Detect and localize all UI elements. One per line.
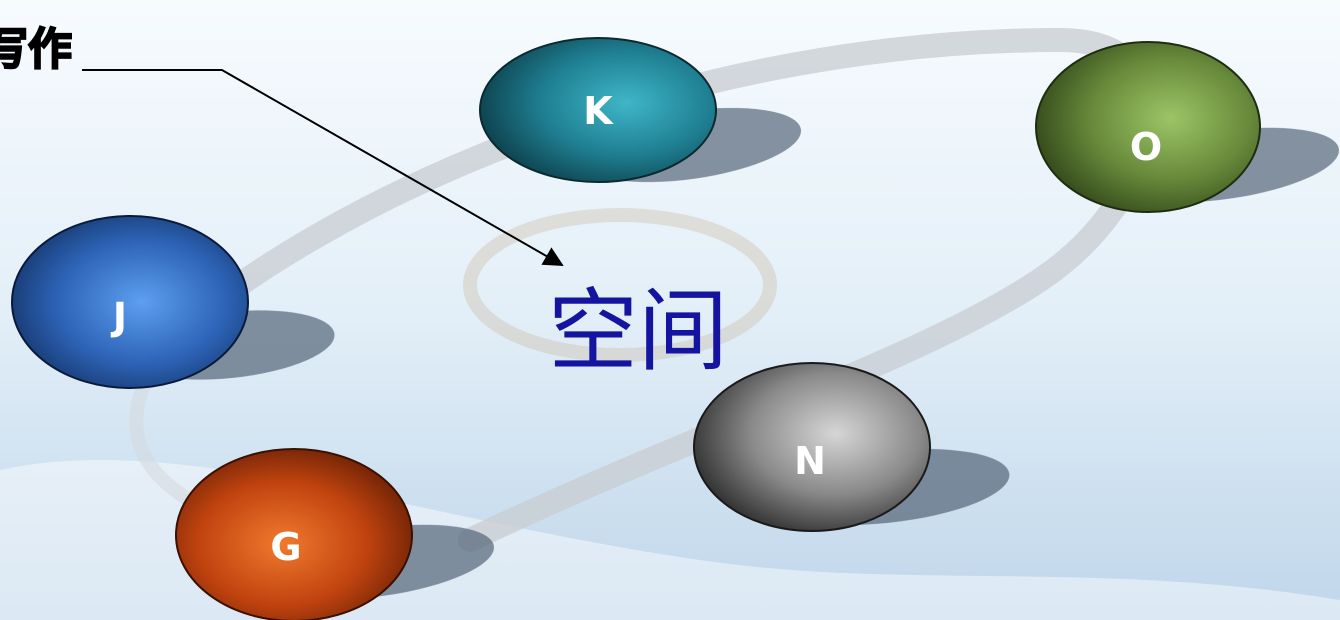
node-k-ellipse: [479, 37, 717, 183]
node-n-letter: N: [794, 439, 826, 483]
node-o-letter: O: [1130, 125, 1162, 169]
node-o-ellipse: [1035, 41, 1261, 213]
background-globe-watermark: [463, 208, 777, 362]
node-j[interactable]: J: [11, 215, 249, 389]
node-j-letter: J: [110, 295, 127, 339]
node-j-ellipse: [11, 215, 249, 389]
node-g[interactable]: G: [175, 448, 413, 620]
node-k-letter: K: [583, 89, 614, 133]
center-label: 空间: [548, 279, 728, 384]
node-o[interactable]: O: [1035, 41, 1261, 213]
node-n-ellipse: [693, 362, 931, 532]
node-g-ellipse: [175, 448, 413, 620]
callout-connector-arrow: [82, 69, 564, 266]
callout-label: 写作: [0, 24, 72, 75]
node-k[interactable]: K: [479, 37, 717, 183]
node-n[interactable]: N: [693, 362, 931, 532]
node-g-letter: G: [270, 525, 301, 569]
